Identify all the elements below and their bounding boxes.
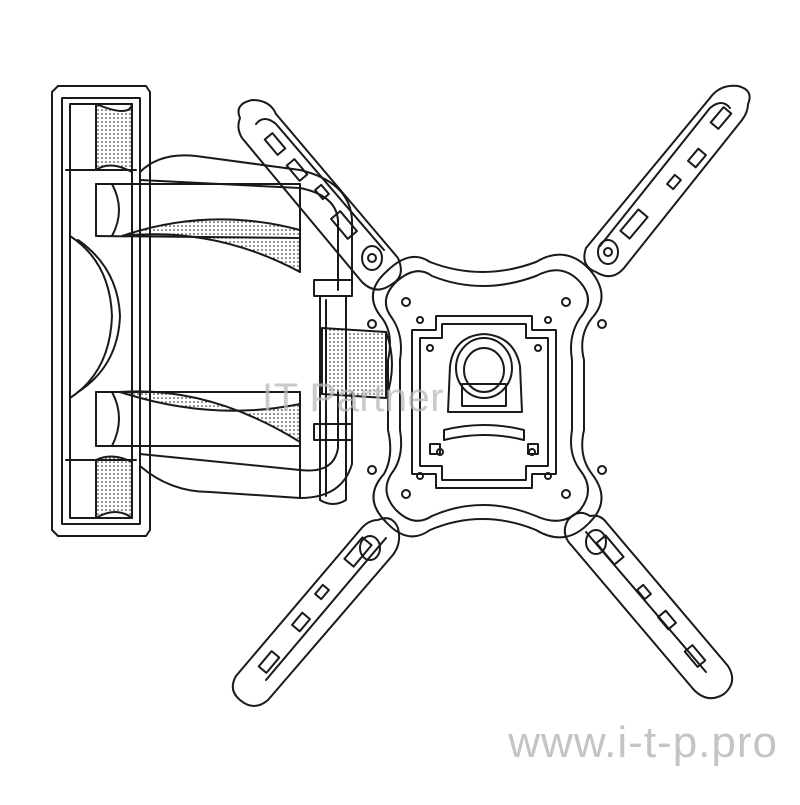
bracket-rail-lower-left	[231, 517, 401, 707]
bracket-rail-lower-right	[563, 511, 734, 700]
site-url-watermark: www.i-t-p.pro	[508, 718, 778, 767]
lower-arm	[95, 390, 353, 499]
upper-arm	[95, 154, 353, 291]
vesa-plate	[367, 253, 607, 539]
bracket-rail-upper-right	[583, 84, 751, 278]
hinge-column	[313, 279, 393, 505]
wall-plate	[51, 85, 151, 537]
bracket-rail-upper-left	[237, 99, 402, 291]
